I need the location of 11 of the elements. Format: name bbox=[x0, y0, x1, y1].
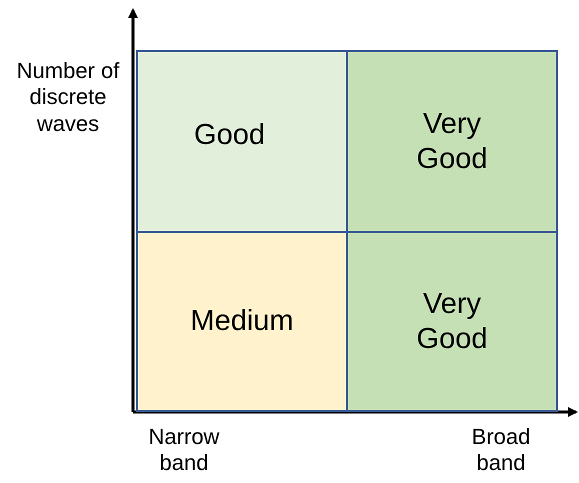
matrix-cell bbox=[346, 50, 558, 233]
axis-label: Narrow band bbox=[148, 424, 220, 477]
cell-label: Very Good bbox=[416, 106, 488, 176]
matrix-cell bbox=[136, 231, 348, 412]
axis-title: Number of discrete waves bbox=[16, 58, 120, 138]
matrix-cell bbox=[346, 231, 558, 412]
cell-label: Very Good bbox=[416, 286, 488, 356]
axis-label: Broad band bbox=[470, 424, 532, 477]
cell-label: Good bbox=[193, 118, 266, 153]
cell-label: Medium bbox=[189, 304, 295, 339]
matrix-cell bbox=[136, 50, 348, 233]
